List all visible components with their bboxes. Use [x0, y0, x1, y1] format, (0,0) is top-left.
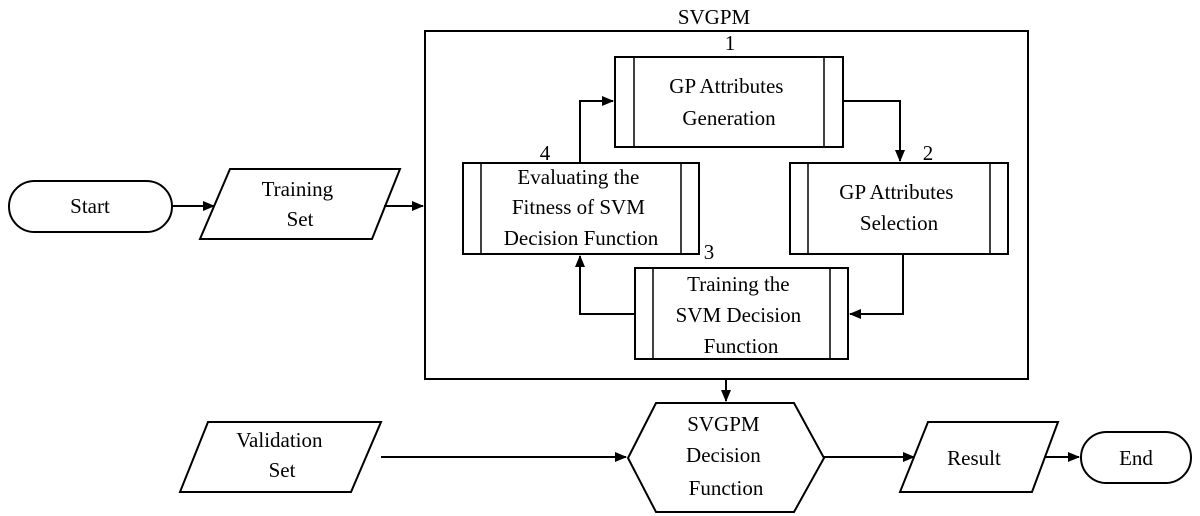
step3-number: 3 — [704, 240, 715, 264]
step1-number: 1 — [725, 31, 736, 55]
step3-process — [634, 267, 849, 360]
step4-process — [462, 162, 700, 255]
training-set-label: Training Set — [262, 177, 339, 231]
svgpm-decision-function-hexagon — [626, 402, 826, 513]
step2-number: 2 — [923, 141, 934, 165]
arrow-step4-to-step1 — [579, 96, 614, 163]
arrow-step3-to-step4 — [575, 255, 635, 315]
step1-label: GP Attributes Generation — [669, 74, 788, 130]
svgpm-container-title: SVGPM — [678, 5, 751, 29]
validation-set-label: Validation Set — [236, 428, 328, 482]
training-set-data — [198, 168, 402, 240]
step4-label: Evaluating the Fitness of SVM Decision F… — [504, 165, 659, 250]
start-label: Start — [70, 194, 110, 218]
step3-label: Training the SVM Decision Function — [676, 272, 807, 358]
step2-process — [789, 162, 1009, 255]
step1-process — [614, 56, 844, 148]
step4-number: 4 — [540, 141, 551, 165]
arrow-step1-to-step2 — [843, 100, 905, 162]
result-data — [898, 421, 1060, 493]
validation-set-data — [178, 421, 383, 493]
step2-label: GP Attributes Selection — [839, 180, 958, 235]
end-terminator — [1080, 431, 1192, 484]
arrow-step2-to-step3 — [849, 254, 904, 319]
end-label: End — [1119, 446, 1153, 470]
result-label: Result — [947, 446, 1001, 470]
svgpm-decision-function-label: SVGPM Decision Function — [686, 412, 766, 500]
